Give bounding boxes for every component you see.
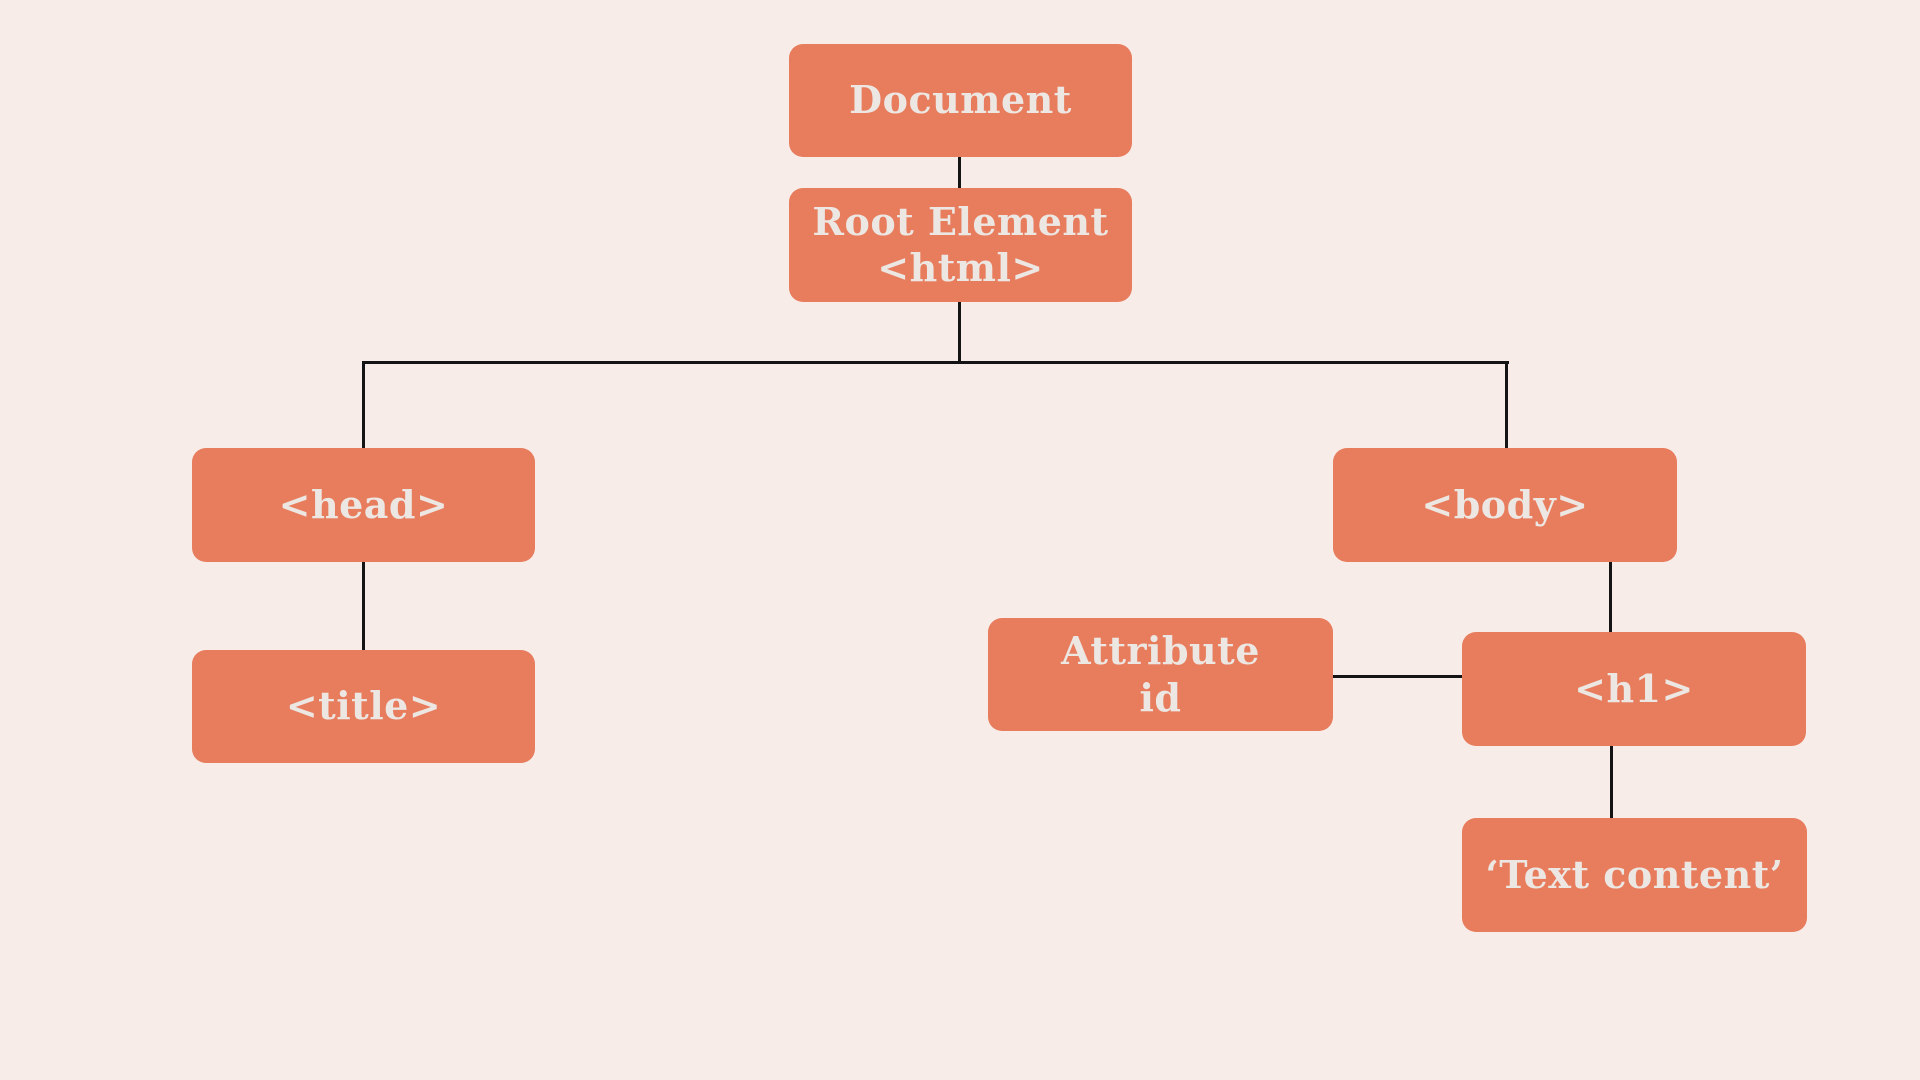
node-head: <head> — [192, 448, 535, 562]
node-text-content-label: ‘Text content’ — [1485, 851, 1784, 897]
connector-document-to-root — [958, 156, 961, 190]
node-head-label: <head> — [278, 481, 449, 527]
node-attribute-label-line1: Attribute — [1061, 628, 1260, 674]
connector-branch-rail — [362, 361, 1509, 364]
connector-body-to-h1 — [1609, 561, 1612, 633]
node-body: <body> — [1333, 448, 1677, 562]
node-title: <title> — [192, 650, 535, 763]
connector-head-to-title — [362, 561, 365, 651]
node-attribute-label-line2: id — [1139, 674, 1182, 720]
connector-h1-to-text — [1610, 745, 1613, 819]
connector-root-to-branch — [958, 301, 961, 364]
connector-attribute-to-h1 — [1332, 675, 1463, 678]
node-root-element-label-line1: Root Element — [812, 198, 1109, 244]
node-document-label: Document — [849, 77, 1072, 123]
node-root-element-label-line2: <html> — [877, 245, 1044, 290]
node-body-label: <body> — [1421, 481, 1589, 527]
node-document: Document — [789, 44, 1132, 157]
node-title-label: <title> — [285, 683, 442, 729]
node-h1: <h1> — [1462, 632, 1806, 746]
node-root-element: Root Element <html> — [789, 188, 1132, 302]
node-attribute-id: Attribute id — [988, 618, 1333, 731]
node-h1-label: <h1> — [1574, 665, 1694, 711]
connector-branch-to-body — [1505, 361, 1508, 449]
node-text-content: ‘Text content’ — [1462, 818, 1807, 932]
connector-branch-to-head — [362, 361, 365, 449]
